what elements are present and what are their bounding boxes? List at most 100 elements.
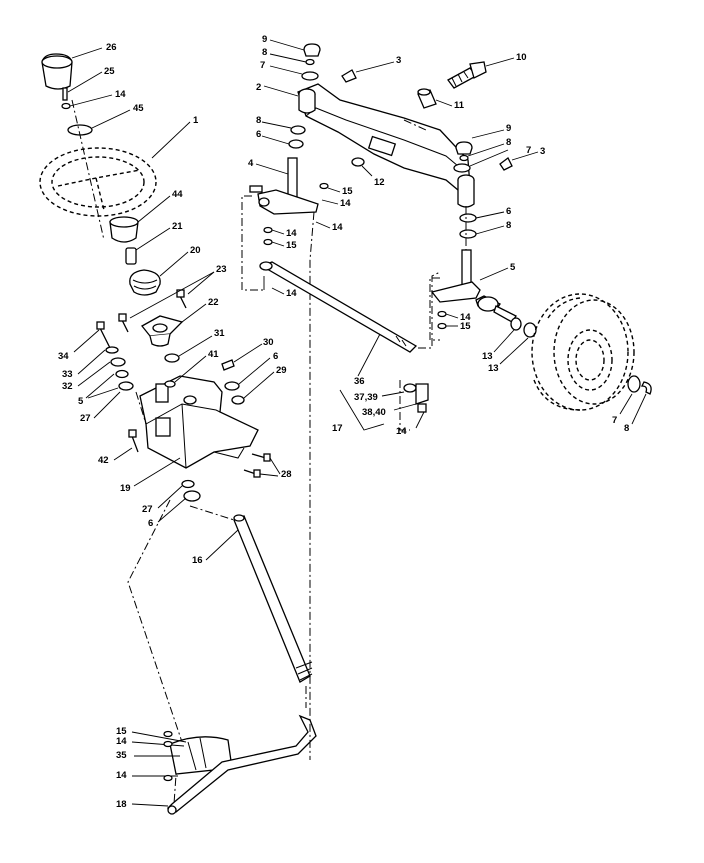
pivot-bolt-10 (447, 61, 487, 89)
washer-7-right (453, 163, 471, 173)
callout-7: 7 (260, 60, 266, 71)
callout-14-tierod: 14 (286, 288, 297, 299)
bolt-34 (96, 321, 111, 349)
callout-13: 13 (482, 351, 493, 362)
nut-12 (351, 157, 365, 167)
callout-6-axle: 6 (256, 129, 262, 140)
callout-16: 16 (192, 555, 203, 566)
bolt-42 (128, 429, 139, 453)
callout-15: 15 (116, 726, 127, 737)
washer-7-wheel (627, 375, 641, 393)
callout-14-lower: 14 (116, 736, 127, 747)
steering-shaft-16 (233, 514, 313, 683)
callout-14-spindle: 14 (340, 198, 351, 209)
washers-lower (163, 730, 173, 782)
grease-fitting-3-left (341, 69, 357, 83)
callout-42: 42 (98, 455, 109, 466)
nut-29 (231, 395, 245, 405)
adapter-44 (109, 216, 139, 243)
callout-10: 10 (516, 52, 527, 63)
callout-12: 12 (374, 177, 385, 188)
callout-14-right: 14 (460, 312, 471, 323)
steering-bracket-19 (139, 375, 259, 469)
callout-8-right: 8 (506, 137, 512, 148)
callout-6-lower: 6 (148, 518, 154, 529)
callout-33: 33 (62, 369, 73, 380)
callout-9: 9 (262, 34, 268, 45)
washers-14-15-right (437, 310, 447, 330)
callout-8-axle: 8 (256, 115, 262, 126)
callout-37-39: 37,39 (354, 392, 378, 403)
callout-9-right: 9 (506, 123, 512, 134)
callout-31: 31 (214, 328, 225, 339)
clip-8-wheel (640, 381, 652, 395)
spindle-5-right (430, 249, 517, 323)
callout-14: 14 (115, 89, 126, 100)
callout-15-right: 15 (460, 321, 471, 332)
bushing-8-left (290, 125, 306, 135)
callout-34: 34 (58, 351, 69, 362)
callout-15-spindle: 15 (342, 186, 353, 197)
callout-6: 6 (273, 351, 279, 362)
washer-15-spindle (319, 182, 329, 190)
callout-36: 36 (354, 376, 365, 387)
callout-14-arm: 14 (332, 222, 343, 233)
callout-7-right: 7 (526, 145, 532, 156)
callout-11: 11 (454, 100, 465, 111)
callout-17: 17 (332, 423, 343, 434)
boot-20 (129, 269, 161, 296)
washers-14-15-left (263, 226, 273, 246)
bushing-8-right (459, 229, 477, 239)
callout-8: 8 (262, 47, 268, 58)
cap-9-right (455, 141, 473, 155)
callout-26: 26 (106, 42, 117, 53)
callout-27-lower: 27 (142, 504, 153, 515)
ball-joint-assembly (403, 383, 429, 413)
bushing-6-left (288, 139, 304, 149)
callout-5-spindle: 5 (510, 262, 516, 273)
sector-gear-assembly (166, 714, 317, 815)
callout-14-bottom: 14 (116, 770, 127, 781)
callout-3: 3 (396, 55, 402, 66)
bushing-6-upper (224, 381, 240, 391)
bushing-21 (125, 247, 137, 265)
washers-13 (510, 317, 537, 338)
washer-stack (105, 346, 134, 391)
callout-19: 19 (120, 483, 131, 494)
screw-25 (62, 87, 68, 101)
callout-5: 5 (78, 396, 84, 407)
washer-14-top (61, 102, 71, 110)
spacer-31 (164, 353, 180, 363)
pin-41 (164, 380, 176, 388)
steering-knob-cap (41, 53, 73, 90)
clip-30 (221, 359, 235, 371)
callout-13-b: 13 (488, 363, 499, 374)
callout-6-right: 6 (506, 206, 512, 217)
callout-25: 25 (104, 66, 115, 77)
callout-30: 30 (263, 337, 274, 348)
callout-35: 35 (116, 750, 127, 761)
callout-23: 23 (216, 264, 227, 275)
steering-wheel (39, 147, 157, 217)
bushing-27-lower (181, 479, 195, 489)
sleeve-11 (417, 88, 437, 109)
callout-15-washer: 15 (286, 240, 297, 251)
callout-45: 45 (133, 103, 144, 114)
callout-4: 4 (248, 158, 254, 169)
callout-1: 1 (193, 115, 199, 126)
bolts-28 (243, 453, 271, 478)
callout-44: 44 (172, 189, 183, 200)
callout-18: 18 (116, 799, 127, 810)
callout-29: 29 (276, 365, 287, 376)
callout-2: 2 (256, 82, 262, 93)
callout-21: 21 (172, 221, 183, 232)
cap-9-left (303, 43, 321, 57)
callout-38-40: 38,40 (362, 407, 386, 418)
callout-22: 22 (208, 297, 219, 308)
front-axle-beam (297, 83, 475, 208)
spindle-4-left (249, 157, 319, 215)
tie-rod-36 (259, 261, 418, 353)
bolt-23b (176, 289, 187, 309)
